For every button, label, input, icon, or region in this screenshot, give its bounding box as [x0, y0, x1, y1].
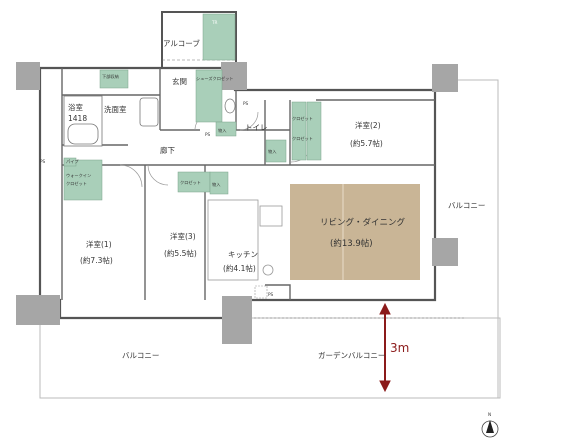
kitchen-counter	[207, 199, 259, 281]
kitchen-label: キッチン	[228, 250, 258, 259]
walkin2-label: クロゼット	[66, 180, 87, 187]
fridge-icon	[254, 285, 268, 299]
dimension-label: 3m	[390, 341, 409, 355]
living-label: リビング・ダイニング	[320, 217, 406, 228]
stove-icon	[259, 205, 283, 227]
dimension-arrow	[379, 302, 391, 393]
alcove-walls	[161, 11, 237, 68]
ps-label-4: PS	[268, 292, 274, 297]
shoe-closet	[195, 69, 223, 123]
walkin-label: ウォークイン	[66, 172, 91, 179]
alcove-label: アルコーブ	[163, 38, 200, 48]
kitchen-size-label: (約4.1帖)	[223, 263, 256, 273]
bedroom3-size-label: (約5.5帖)	[164, 248, 197, 258]
pillar	[221, 62, 247, 90]
toilet-label: トイレ	[245, 123, 268, 132]
garden-balcony-label: ガーデンバルコニー	[318, 350, 385, 360]
pillar	[222, 296, 252, 344]
storage-bed2-label: 物入	[268, 148, 277, 155]
pillar	[16, 295, 60, 325]
right-balcony-outline	[455, 79, 499, 398]
under-floor-storage	[99, 69, 129, 89]
balcony-outline	[39, 317, 501, 399]
washbasin-icon	[139, 97, 159, 127]
balcony-bottom-label: バルコニー	[122, 351, 159, 360]
washroom-label: 洗面室	[104, 104, 127, 114]
north-arrow-icon	[481, 420, 499, 438]
balcony-right-label: バルコニー	[448, 201, 485, 210]
pipe-space	[63, 157, 77, 167]
tr-label: TR	[211, 20, 218, 25]
pillar	[432, 238, 458, 266]
hall-label: 廊下	[160, 145, 175, 155]
north-label: N	[488, 412, 491, 417]
shoe-closet-label: シューズクロゼット	[196, 75, 233, 82]
bedroom3-label: 洋室(3)	[170, 231, 196, 241]
bathtub-icon	[67, 123, 99, 145]
pipe-label: パイプ	[66, 159, 79, 165]
sink-icon	[262, 264, 274, 276]
ps-label: PS	[40, 159, 46, 164]
bedroom2-label: 洋室(2)	[355, 120, 381, 130]
bedroom2-size-label: (約5.7帖)	[350, 138, 383, 148]
interior-partitions	[61, 68, 435, 300]
storage-toilet-label: 物入	[218, 127, 227, 134]
storage-hall	[209, 171, 229, 195]
pillar	[16, 62, 40, 90]
closet-bed2-a	[291, 101, 307, 161]
living-dining-floor	[290, 184, 420, 280]
walkin-closet	[63, 159, 103, 201]
storage-toilet	[215, 121, 237, 137]
closet-b-label: クロゼット	[292, 135, 313, 142]
storage-hall-label: 物入	[212, 181, 221, 188]
toilet-icon	[224, 98, 236, 114]
bath-size-label: 1418	[68, 114, 87, 123]
bedroom1-label: 洋室(1)	[86, 239, 112, 249]
bedroom1-size-label: (約7.3帖)	[80, 255, 113, 265]
closet-bed2-b	[306, 101, 322, 161]
closet-a-label: クロゼット	[292, 115, 313, 122]
storage-bed2	[265, 139, 287, 163]
storage-under-label: 下部収納	[102, 73, 119, 80]
tr-room	[202, 13, 236, 61]
bath-label: 浴室	[68, 102, 83, 112]
entrance-label: 玄関	[172, 76, 187, 86]
pillar	[432, 64, 458, 92]
ps-label-2: PS	[243, 101, 249, 106]
ps-label-3: PS	[205, 132, 211, 137]
closet-hall-label: クロゼット	[180, 179, 201, 186]
living-size-label: (約13.9帖)	[330, 238, 373, 249]
